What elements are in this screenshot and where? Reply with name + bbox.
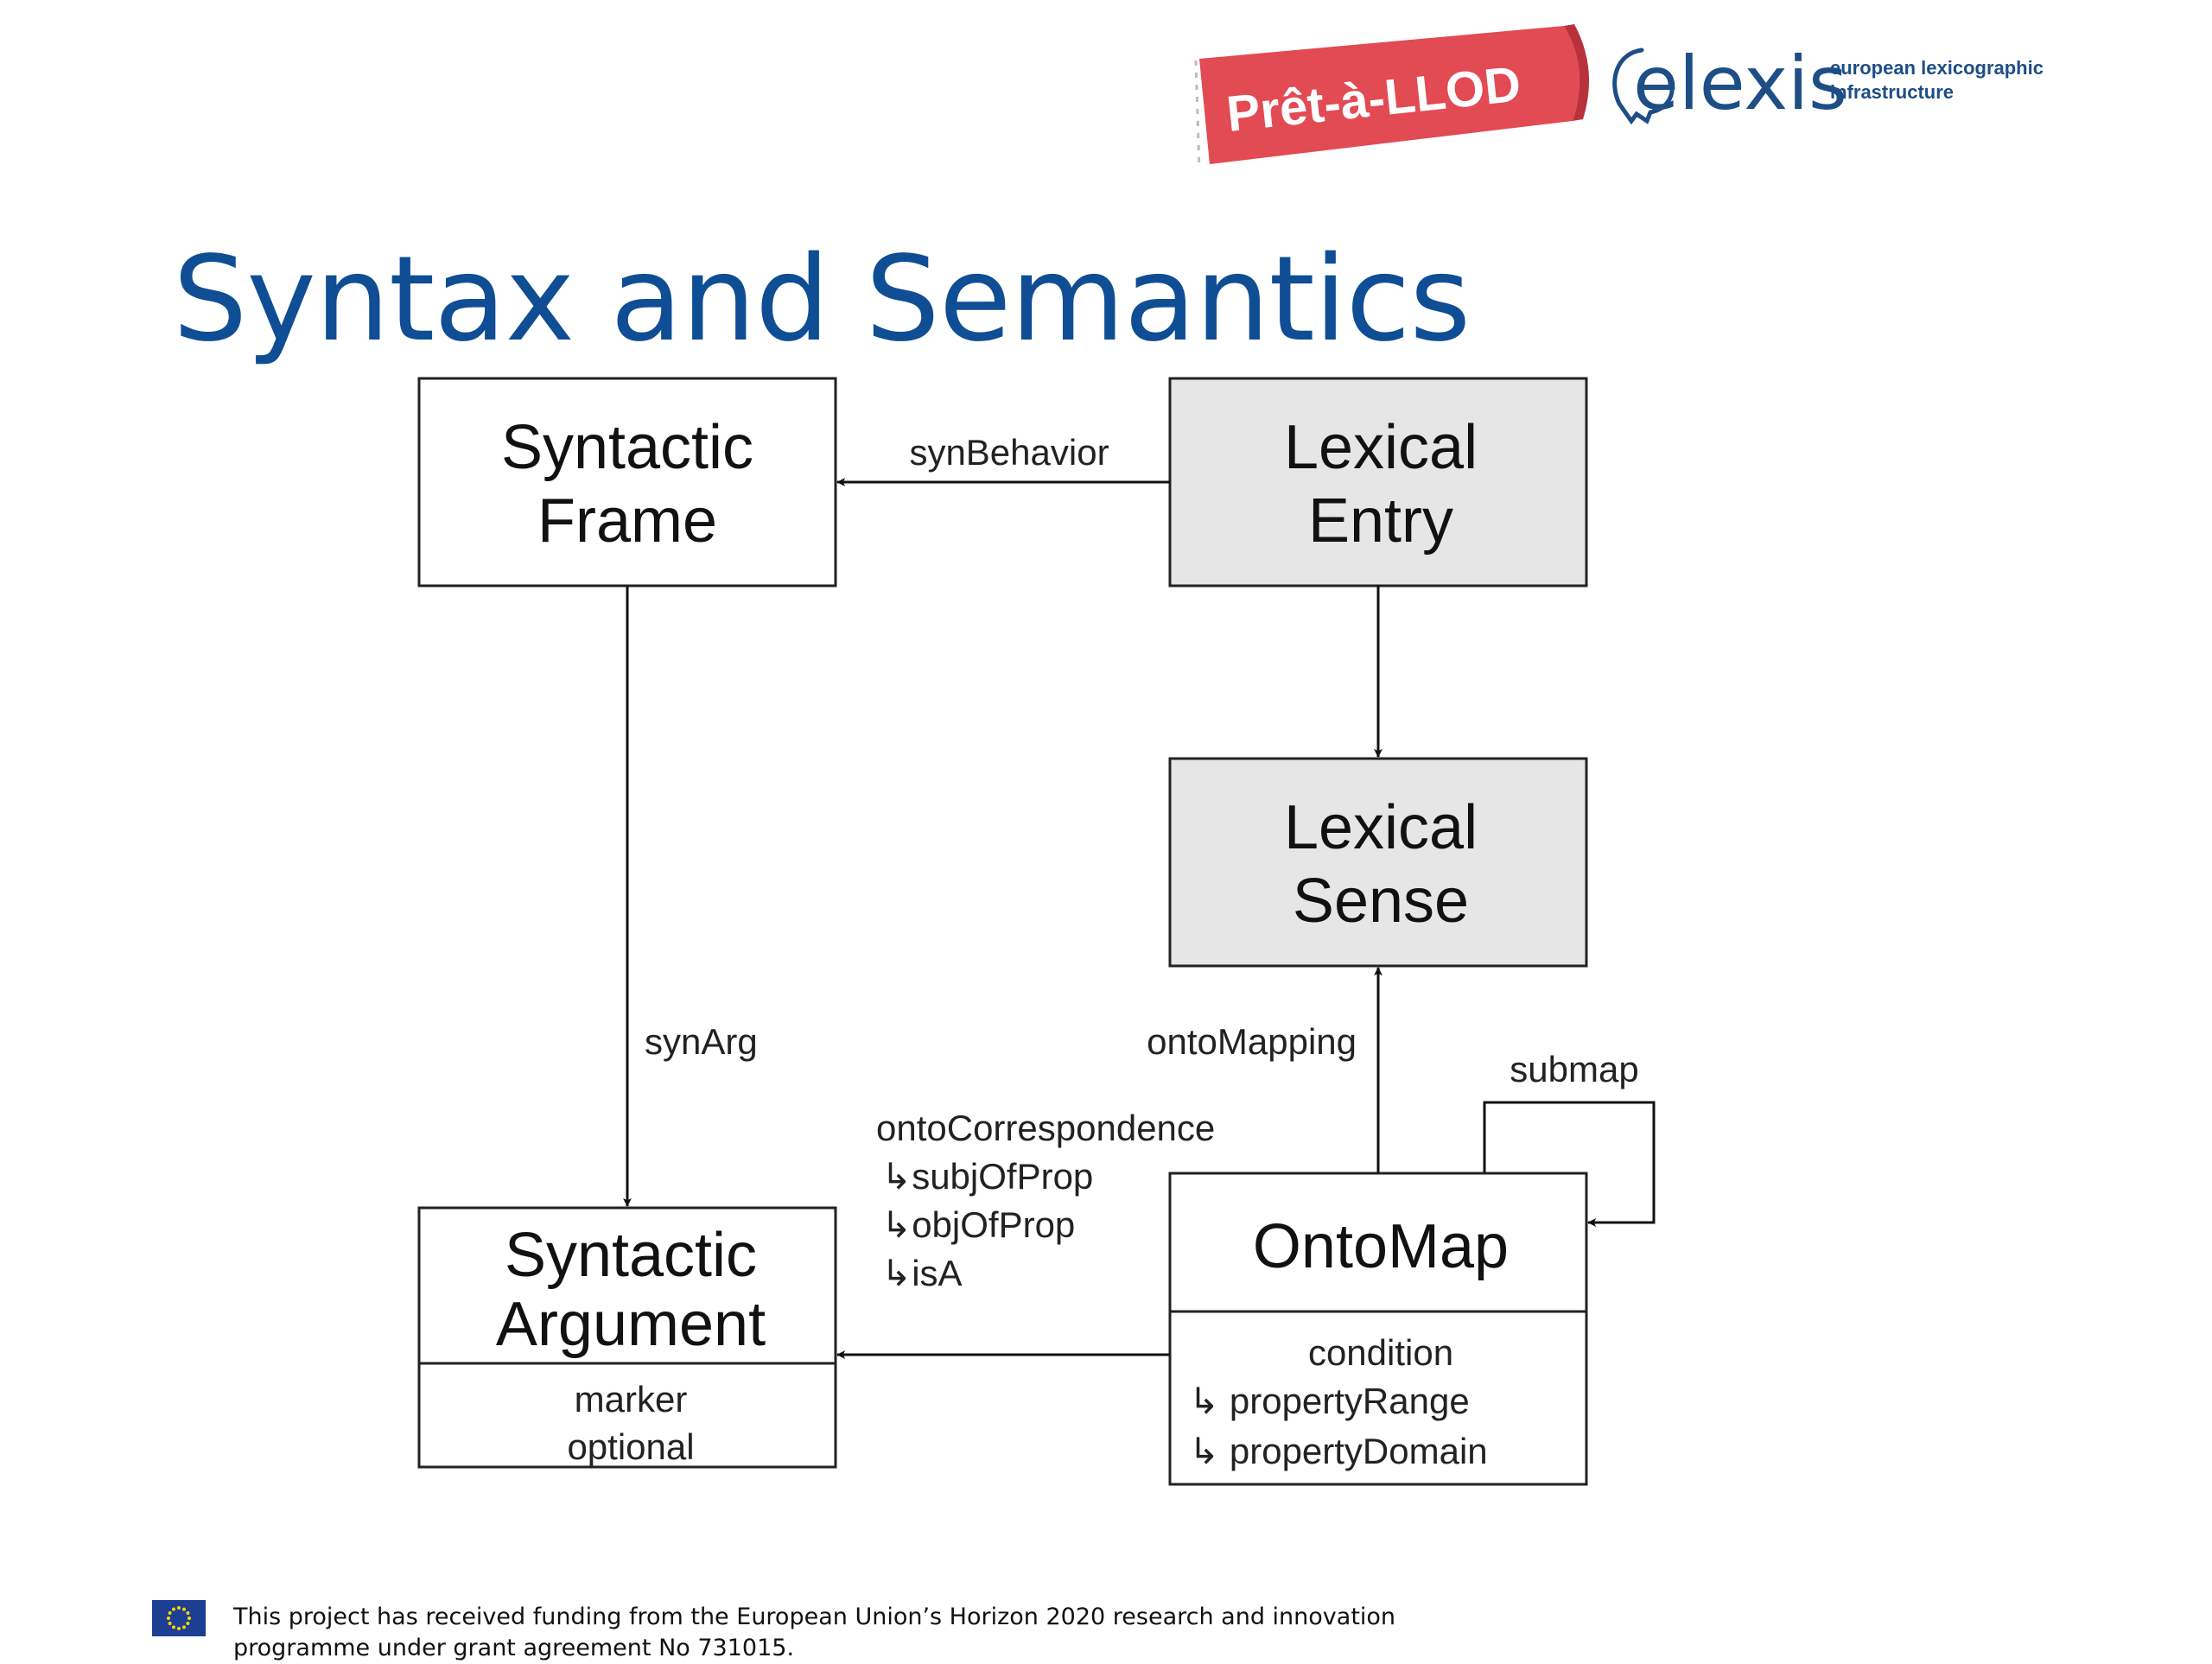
edge-is-a-label: ↳isA [881,1253,963,1293]
elexis-wordmark: elexis [1633,41,1847,127]
lexical-sense-line-2: Sense [1293,867,1469,936]
lexical-entry-node: Lexical Entry [1168,377,1588,587]
syntactic-frame-line-2: Frame [537,486,717,556]
edge-onto-mapping-label: ontoMapping [1147,1021,1357,1062]
lexical-entry-line-2: Entry [1308,486,1453,556]
edge-syn-behavior: synBehavior [836,432,1170,486]
edge-obj-of-prop-label: ↳objOfProp [881,1204,1075,1245]
edge-syn-arg: synArg [623,586,758,1207]
elexis-tagline-line-1: european lexicographic [1830,57,2044,79]
onto-map-attr-property-domain: ↳ propertyDomain [1189,1431,1488,1471]
onto-map-node: OntoMap condition ↳ propertyRange ↳ prop… [1168,1172,1588,1486]
pret-a-llod-logo: Prêt-à-LLOD [1194,24,1590,170]
edge-submap: submap [1483,1049,1656,1227]
syntactic-frame-node: Syntactic Frame [417,377,837,587]
edge-submap-label: submap [1510,1049,1638,1089]
onto-map-attr-property-range: ↳ propertyRange [1189,1381,1470,1421]
syntactic-argument-line-2: Argument [496,1290,766,1359]
syntactic-argument-node: Syntactic Argument marker optional [417,1206,837,1469]
syntactic-frame-line-1: Syntactic [501,413,753,482]
syntactic-argument-attr-marker: marker [575,1379,688,1419]
lexical-entry-line-1: Lexical [1284,413,1478,482]
edge-onto-correspondence-label: ontoCorrespondence [876,1108,1215,1148]
lexical-sense-node: Lexical Sense [1168,757,1588,968]
lexical-sense-line-1: Lexical [1284,793,1478,862]
edge-onto-correspondence: ontoCorrespondence ↳subjOfProp ↳objOfPro… [836,1108,1215,1359]
elexis-logo: elexis european lexicographic infrastruc… [1612,41,2044,127]
edge-onto-mapping: ontoMapping [1147,967,1382,1173]
head-profile-icon [1612,48,1675,125]
elexis-tagline-line-2: infrastructure [1830,81,1954,103]
eu-flag-icon [152,1600,206,1636]
onto-map-title: OntoMap [1253,1212,1509,1281]
syntactic-argument-attr-optional: optional [567,1426,694,1467]
edge-syn-arg-label: synArg [645,1021,758,1062]
syntactic-argument-line-1: Syntactic [505,1221,757,1290]
slide-title: Syntax and Semantics [173,232,1471,368]
edge-subj-of-prop-label: ↳subjOfProp [881,1156,1093,1197]
edge-syn-behavior-label: synBehavior [909,432,1109,473]
funding-statement: This project has received funding from t… [233,1604,1396,1661]
onto-map-attr-condition: condition [1308,1332,1453,1373]
